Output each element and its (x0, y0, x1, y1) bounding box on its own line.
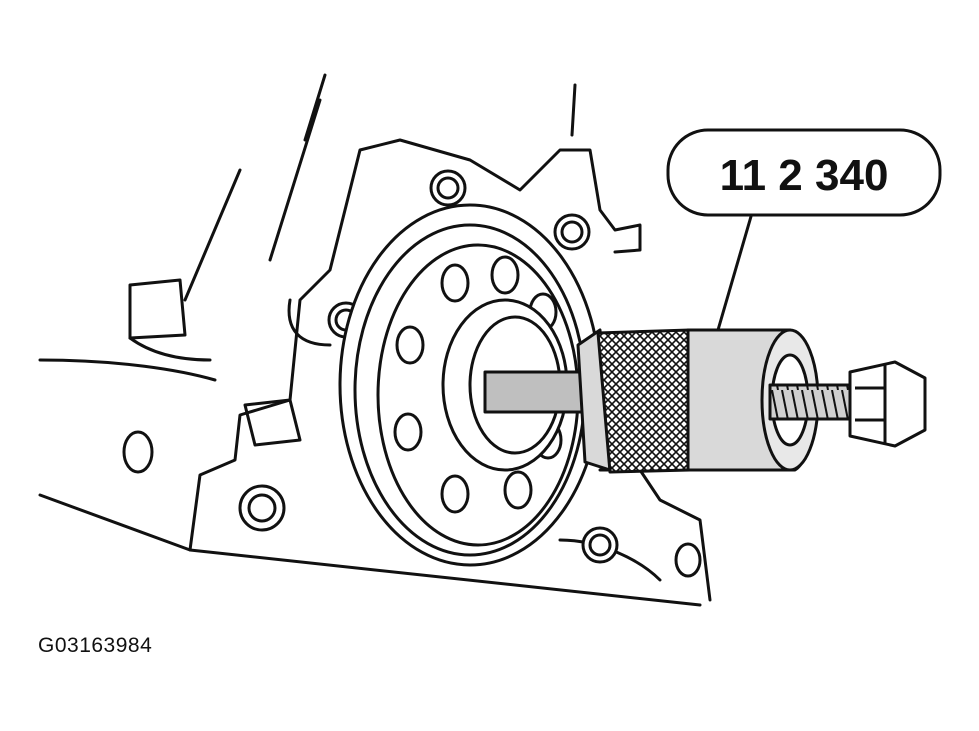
tool-threaded-spindle (768, 383, 862, 421)
figure-code-label: G03163984 (38, 634, 153, 657)
tool-hex-head (848, 360, 927, 448)
bolt-bottom-right (581, 526, 619, 564)
callout-leader-line (716, 212, 754, 331)
bolt-bottom-left (238, 484, 286, 532)
tool-knurled-grip (596, 328, 692, 474)
bolt-top-left (429, 169, 467, 207)
block-holes (122, 430, 702, 578)
tool-number-callout: 11 2 340 (666, 128, 942, 331)
cover-bolts (238, 169, 619, 564)
bolt-top-right (553, 213, 591, 251)
crankshaft-flange (338, 203, 602, 567)
callout-tool-number: 11 2 340 (720, 151, 889, 200)
special-tool (483, 328, 927, 474)
tool-mandrel (483, 370, 587, 414)
callout-box (666, 128, 942, 217)
